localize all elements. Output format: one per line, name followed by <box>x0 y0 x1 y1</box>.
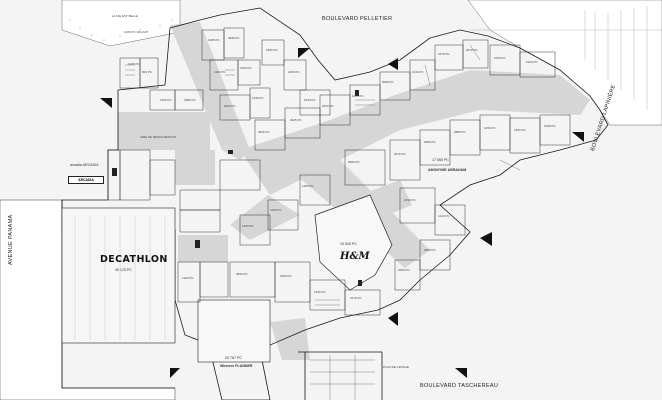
anchor-arcadia[interactable]: ARCADIA <box>68 176 104 184</box>
store-label[interactable]: 4625 PC <box>258 130 270 134</box>
store-label[interactable]: 2880 PC <box>454 130 466 134</box>
store-label[interactable]: 1260 PC <box>314 290 326 294</box>
anchor-winners-area: 29 767 PC <box>225 356 242 360</box>
store-label[interactable]: 1310 PC <box>412 70 424 74</box>
store-units <box>107 27 571 316</box>
store-label[interactable]: 2700 PC <box>494 56 506 60</box>
store-label[interactable]: 3170 PC <box>350 296 362 300</box>
label-plan: PLAN DE L'ÉTAGE <box>383 365 409 369</box>
winners-store <box>197 299 271 363</box>
label-aire: AIRE DE RESTAURATION <box>140 135 176 139</box>
store-label[interactable]: 1450 PC <box>484 126 496 130</box>
anchor-hm[interactable]: H&M <box>340 251 370 262</box>
store-label[interactable]: 1410 PC <box>438 214 450 218</box>
store-label[interactable]: 1205 PC <box>128 62 140 66</box>
store-label[interactable]: 2020 PC <box>224 104 236 108</box>
store-label[interactable]: 1285 PC <box>352 94 364 98</box>
store-label[interactable]: 1800 PC <box>424 248 436 252</box>
street-north: BOULEVARD PELLETIER <box>322 16 393 22</box>
store-label[interactable]: 1200 PC <box>240 66 252 70</box>
parking-top-left-dots <box>69 19 173 41</box>
store-label[interactable]: 1205 PC <box>160 98 172 102</box>
store-label[interactable]: 1285 PC <box>208 38 220 42</box>
decathlon-grid <box>74 215 166 340</box>
store-label[interactable]: 1200 PC <box>214 70 226 74</box>
store-label[interactable]: 2500 PC <box>348 160 360 164</box>
anchor-anonyme-area: 17 065 PC <box>432 158 449 162</box>
store-label[interactable]: 3500 PC <box>236 272 248 276</box>
store-label[interactable]: 3070 PC <box>394 152 406 156</box>
store-label[interactable]: 1630 PC <box>404 198 416 202</box>
store-label[interactable]: 1250 PC <box>302 184 314 188</box>
parking-top-right-lines <box>470 6 662 110</box>
store-label[interactable]: 2570 PC <box>466 48 478 52</box>
store-label[interactable]: 2800 PC <box>424 140 436 144</box>
store-details <box>125 44 521 400</box>
store-label[interactable]: 500 PC <box>142 70 153 74</box>
store-label[interactable]: 3000 PC <box>382 80 394 84</box>
store-label[interactable]: 2200 PC <box>280 274 292 278</box>
anchor-decathlon[interactable]: DECATHLON <box>100 254 168 265</box>
anchor-arcadia-brand: arcadia ARCADIA <box>70 163 99 167</box>
store-label[interactable]: 1910 PC <box>304 98 316 102</box>
store-label[interactable]: 2325 PC <box>290 118 302 122</box>
store-label[interactable]: 2320 PC <box>322 104 334 108</box>
decathlon-store <box>61 207 176 344</box>
parking-top-left <box>61 0 181 47</box>
corner-markers <box>100 48 584 378</box>
escalators <box>112 90 362 286</box>
anchor-anonyme[interactable]: AMONYME ABRAHAM <box>428 168 467 172</box>
anchor-hm-area: 19 545 PC <box>340 242 357 246</box>
anchor-decathlon-area: 45 175 PC <box>115 268 132 272</box>
store-label[interactable]: 1590 PC <box>266 48 278 52</box>
store-label[interactable]: 1205 PC VACANT <box>124 30 149 34</box>
label-top: LA VIE EST BELLE <box>112 14 138 18</box>
store-label[interactable]: 1320 PC <box>182 276 194 280</box>
store-label[interactable]: 1930 PC <box>544 124 556 128</box>
anchor-winners[interactable]: Winners PLANNER <box>220 364 253 368</box>
corridors <box>118 22 590 360</box>
store-label[interactable]: 1360 PC <box>514 128 526 132</box>
street-west: AVENUE PANAMA <box>8 214 14 265</box>
store-label[interactable]: 3830 PC <box>228 36 240 40</box>
store-label[interactable]: 2385 PC <box>184 98 196 102</box>
store-label[interactable]: 1400 PC <box>242 224 254 228</box>
store-label[interactable]: 1660 PC <box>288 70 300 74</box>
store-label[interactable]: 1330 PC <box>252 96 264 100</box>
store-label[interactable]: 1530 PC <box>270 208 282 212</box>
hm-store <box>314 194 393 291</box>
store-label[interactable]: 2650 PC <box>398 268 410 272</box>
store-label[interactable]: 2100 PC <box>526 60 538 64</box>
street-south: BOULEVARD TASCHEREAU <box>420 383 499 389</box>
store-label[interactable]: 2375 PC <box>438 52 450 56</box>
